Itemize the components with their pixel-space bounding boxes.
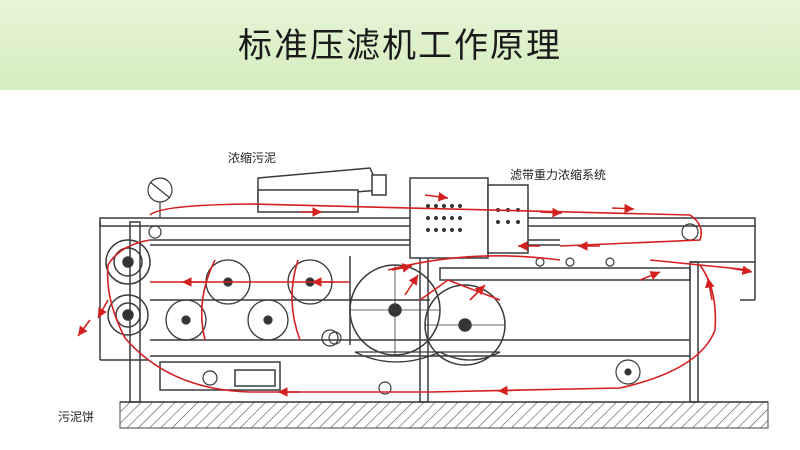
- drive-roller-lower: [107, 294, 149, 336]
- label-sludge-cake: 污泥饼: [58, 410, 95, 424]
- machine-frame: [99, 217, 756, 403]
- filter-press-diagram: [77, 167, 769, 429]
- filtrate-trays: [354, 351, 501, 363]
- page-title: 标准压滤机工作原理: [238, 26, 562, 66]
- ground-base: [119, 401, 769, 429]
- press-rollers: [165, 259, 339, 347]
- belt-direction-arrows: [77, 191, 753, 397]
- control-cabinet: [409, 177, 529, 259]
- guide-rollers: [148, 223, 699, 395]
- drive-roller-upper: [105, 239, 151, 285]
- dewatering-drum-left: [349, 264, 441, 356]
- title-banner: 标准压滤机工作原理: [0, 0, 800, 90]
- label-gravity-system: 滤带重力浓缩系统: [510, 168, 607, 182]
- dewatering-drum-right: [424, 284, 506, 366]
- tension-gauge: [147, 177, 173, 218]
- label-thickened-sludge: 浓缩污泥: [228, 151, 277, 165]
